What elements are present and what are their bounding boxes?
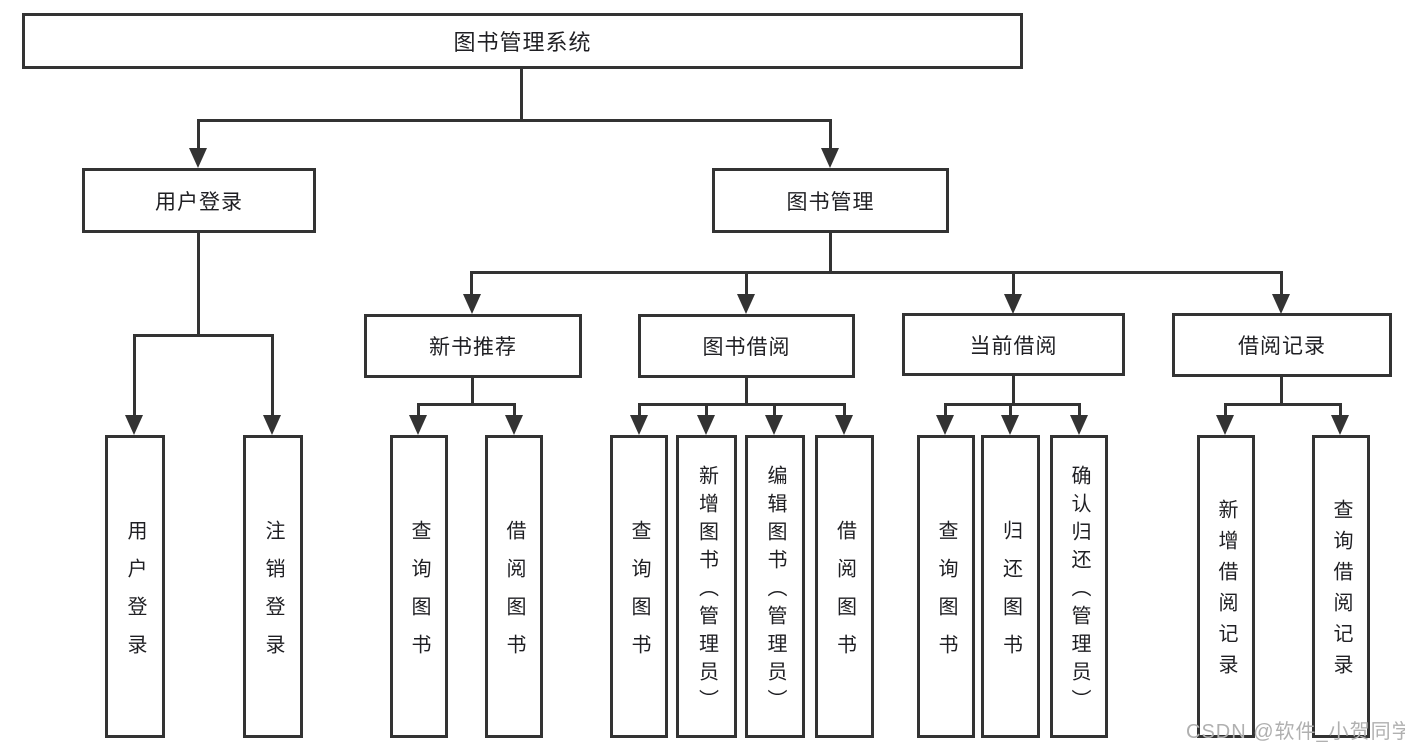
- connector-hline: [133, 334, 274, 337]
- node-label: 查询图书: [408, 519, 430, 672]
- arrow-down-icon: [1001, 415, 1019, 435]
- leaf-add-borrow-record: 新增借阅记录: [1197, 435, 1255, 738]
- node-label: 注销登录: [262, 519, 284, 672]
- connector-stem: [513, 403, 516, 417]
- connector-stem: [1009, 403, 1012, 417]
- arrow-down-icon: [697, 415, 715, 435]
- connector-vline: [197, 233, 200, 337]
- arrow-down-icon: [1272, 294, 1290, 314]
- connector-stem: [944, 403, 947, 417]
- arrow-down-icon: [1070, 415, 1088, 435]
- arrow-down-icon: [189, 148, 207, 168]
- connector-stem: [271, 334, 274, 417]
- node-label: 图书管理: [786, 190, 875, 214]
- connector-vline: [745, 377, 748, 406]
- leaf-return-book: 归还图书: [981, 435, 1040, 738]
- connector-stem: [417, 403, 420, 417]
- connector-stem: [1012, 271, 1015, 296]
- leaf-logout: 注销登录: [243, 435, 303, 738]
- node-label: 确认归还（管理员）: [1068, 464, 1090, 717]
- leaf-confirm-return-admin: 确认归还（管理员）: [1050, 435, 1108, 738]
- connector-stem: [133, 334, 136, 417]
- node-label: 编辑图书（管理员）: [764, 464, 786, 717]
- leaf-edit-book-admin: 编辑图书（管理员）: [745, 435, 805, 738]
- node-label: 归还图书: [999, 519, 1022, 672]
- connector-stem: [745, 271, 748, 296]
- connector-vline: [471, 377, 474, 406]
- connector-hline: [417, 403, 516, 406]
- connector-hline: [638, 403, 846, 406]
- node-label: 查询借阅记录: [1330, 499, 1352, 685]
- leaf-borrow-book-recommend: 借阅图书: [485, 435, 543, 738]
- node-label: 用户登录: [155, 190, 243, 214]
- connector-hline: [1224, 403, 1342, 406]
- connector-stem: [843, 403, 846, 417]
- node-label: 图书借阅: [702, 336, 791, 359]
- connector-vline: [829, 232, 832, 274]
- connector-vline: [520, 67, 523, 121]
- leaf-add-book-admin: 新增图书（管理员）: [676, 435, 737, 738]
- connector-vline: [1280, 377, 1283, 406]
- node-borrowing-records: 借阅记录: [1172, 313, 1392, 377]
- leaf-query-book-recommend: 查询图书: [390, 435, 448, 738]
- connector-hline: [197, 119, 832, 122]
- arrow-down-icon: [1004, 294, 1022, 314]
- node-library-management-system: 图书管理系统: [22, 13, 1023, 69]
- connector-stem: [197, 119, 200, 150]
- arrow-down-icon: [463, 294, 481, 314]
- node-label: 借阅图书: [833, 519, 856, 672]
- node-label: 新增图书（管理员）: [695, 464, 718, 717]
- arrow-down-icon: [1216, 415, 1234, 435]
- arrow-down-icon: [125, 415, 143, 435]
- node-label: 新增借阅记录: [1215, 499, 1237, 685]
- leaf-user-login: 用户登录: [105, 435, 165, 738]
- node-label: 用户登录: [124, 519, 146, 672]
- node-label: 图书管理系统: [453, 30, 592, 55]
- node-book-borrowing: 图书借阅: [638, 314, 855, 378]
- node-label: 查询图书: [935, 519, 957, 672]
- node-label: 查询图书: [628, 519, 650, 672]
- leaf-query-book-current: 查询图书: [917, 435, 975, 738]
- leaf-query-book-borrowing: 查询图书: [610, 435, 668, 738]
- leaf-query-borrow-record: 查询借阅记录: [1312, 435, 1370, 738]
- connector-stem: [470, 271, 473, 296]
- connector-stem: [1339, 403, 1342, 417]
- connector-stem: [705, 403, 708, 417]
- arrow-down-icon: [821, 148, 839, 168]
- node-current-borrowing: 当前借阅: [902, 313, 1125, 376]
- arrow-down-icon: [630, 415, 648, 435]
- connector-vline: [1012, 375, 1015, 406]
- arrow-down-icon: [505, 415, 523, 435]
- arrow-down-icon: [835, 415, 853, 435]
- arrow-down-icon: [936, 415, 954, 435]
- connector-stem: [1224, 403, 1227, 417]
- connector-stem: [1280, 271, 1283, 296]
- arrow-down-icon: [263, 415, 281, 435]
- node-label: 新书推荐: [429, 336, 517, 359]
- node-label: 借阅图书: [503, 519, 525, 672]
- connector-hline: [944, 403, 1081, 406]
- arrow-down-icon: [409, 415, 427, 435]
- connector-stem: [773, 403, 776, 417]
- csdn-watermark: CSDN @软件_小贺同学: [1186, 721, 1405, 743]
- connector-hline: [470, 271, 1283, 274]
- arrow-down-icon: [765, 415, 783, 435]
- arrow-down-icon: [1331, 415, 1349, 435]
- arrow-down-icon: [737, 294, 755, 314]
- connector-stem: [638, 403, 641, 417]
- connector-stem: [829, 119, 832, 150]
- connector-stem: [1078, 403, 1081, 417]
- node-label: 借阅记录: [1238, 335, 1326, 358]
- node-book-management: 图书管理: [712, 168, 949, 233]
- node-label: 当前借阅: [969, 334, 1058, 358]
- node-user-login: 用户登录: [82, 168, 316, 233]
- node-new-book-recommendation: 新书推荐: [364, 314, 582, 378]
- leaf-borrow-book: 借阅图书: [815, 435, 874, 738]
